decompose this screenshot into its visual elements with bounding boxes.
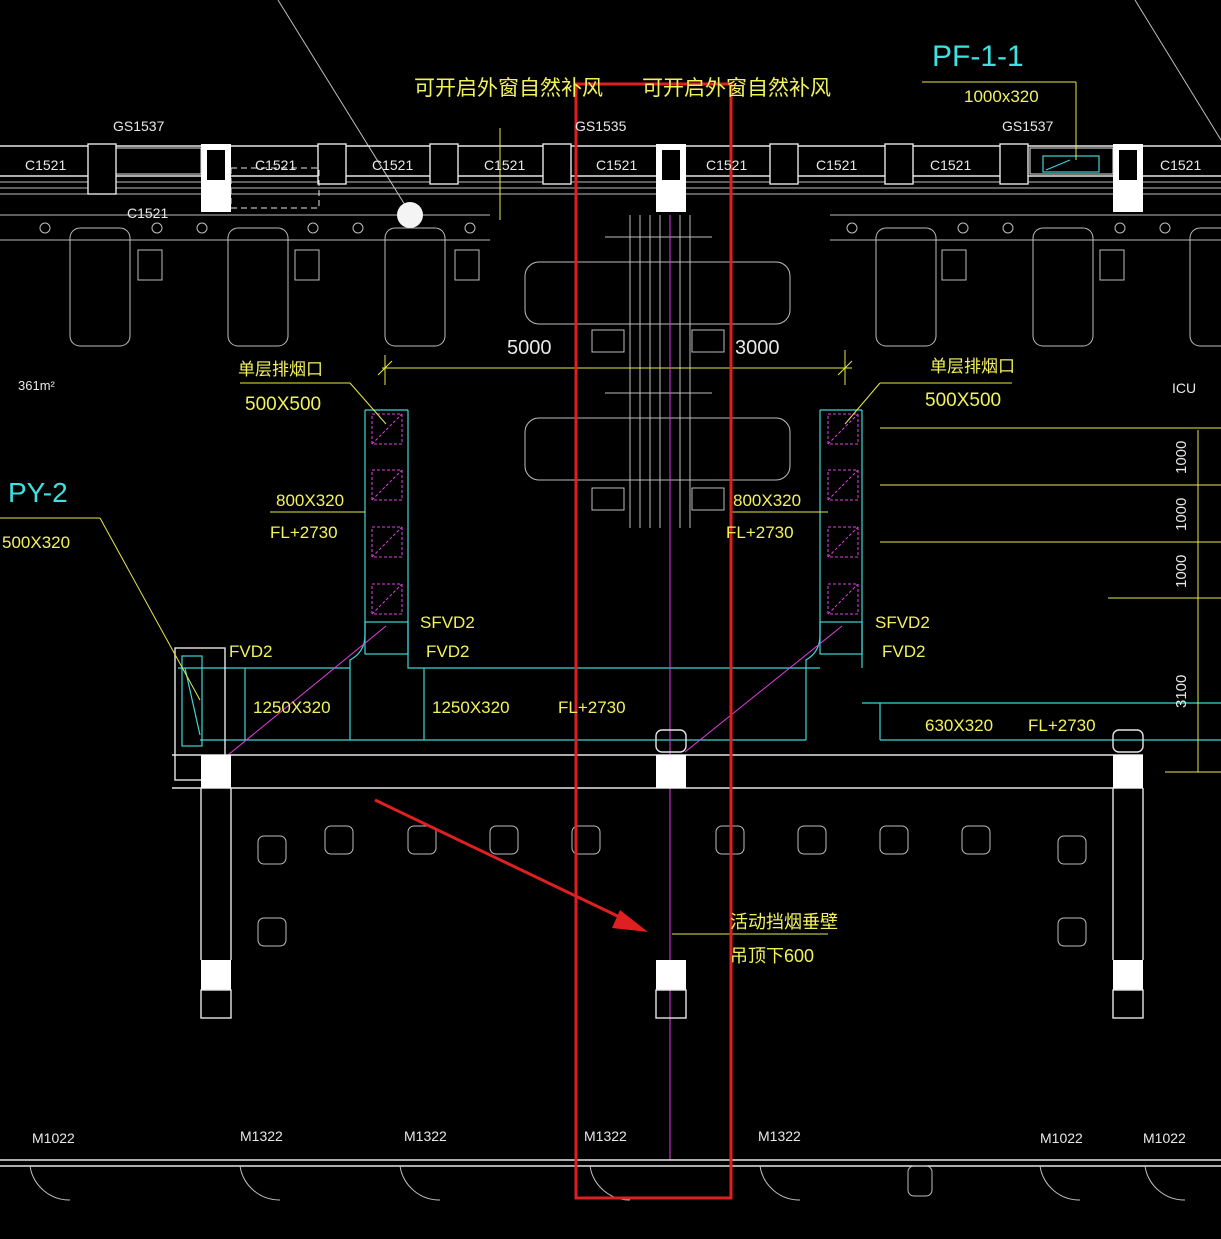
label-fl-630: FL+2730 bbox=[1028, 716, 1096, 735]
label-py2-size: 500X320 bbox=[2, 533, 70, 552]
leader-diagonal-left bbox=[277, 0, 406, 206]
label-duct-630: 630X320 bbox=[925, 716, 993, 735]
label-fvd2-right: FVD2 bbox=[882, 642, 925, 661]
highlight-arrow-head bbox=[612, 910, 648, 932]
label-gs-left: GS1537 bbox=[113, 118, 165, 134]
corridor-structure bbox=[172, 729, 1144, 1019]
label-fvd2-left-a: FVD2 bbox=[229, 642, 272, 661]
waiting-chairs bbox=[257, 825, 1087, 947]
highlight-box bbox=[574, 82, 733, 1200]
ceiling-light-icon bbox=[397, 202, 423, 228]
leader-diagonal-right bbox=[1134, 0, 1221, 141]
label-gs-right: GS1537 bbox=[1002, 118, 1054, 134]
label-c1521-6: C1521 bbox=[706, 157, 747, 173]
label-door-m1022-right-a: M1022 bbox=[1040, 1130, 1083, 1146]
label-door-m1322-b: M1322 bbox=[404, 1128, 447, 1144]
label-smoke-barrier-line2: 吊顶下600 bbox=[730, 946, 814, 966]
label-fl-right: FL+2730 bbox=[726, 523, 794, 542]
label-fl-center: FL+2730 bbox=[558, 698, 626, 717]
label-smoke-size-right: 500X500 bbox=[925, 390, 1001, 411]
label-door-m1322-d: M1322 bbox=[758, 1128, 801, 1144]
label-door-m1022-right-b: M1022 bbox=[1143, 1130, 1186, 1146]
label-c1521-3: C1521 bbox=[372, 157, 413, 173]
exterior-window-strip bbox=[0, 143, 1221, 212]
label-door-m1322-a: M1322 bbox=[240, 1128, 283, 1144]
bottom-wall-doors bbox=[0, 1159, 1221, 1201]
smoke-outlets bbox=[227, 215, 859, 1160]
label-dim-1000-b: 1000 bbox=[1173, 498, 1190, 531]
highlight-arrow-shaft bbox=[374, 798, 631, 924]
label-fvd2-left-b: FVD2 bbox=[426, 642, 469, 661]
label-pf-title: PF-1-1 bbox=[932, 40, 1024, 73]
label-dim-1000-a: 1000 bbox=[1173, 441, 1190, 474]
label-duct-800-left: 800X320 bbox=[276, 491, 344, 510]
dimension-ladder-right bbox=[880, 427, 1221, 773]
label-c1521-1: C1521 bbox=[25, 157, 66, 173]
label-dim-3000: 3000 bbox=[735, 337, 780, 359]
label-single-smoke-left: 单层排烟口 bbox=[238, 360, 323, 379]
label-fl-left: FL+2730 bbox=[270, 523, 338, 542]
label-c1521-8: C1521 bbox=[930, 157, 971, 173]
label-sfvd2-right: SFVD2 bbox=[875, 613, 930, 632]
label-smoke-barrier-line1: 活动挡烟垂壁 bbox=[730, 912, 838, 932]
label-sfvd2-left: SFVD2 bbox=[420, 613, 475, 632]
label-dim-3100: 3100 bbox=[1173, 675, 1190, 708]
label-dim-1000-c: 1000 bbox=[1173, 555, 1190, 588]
label-py2-title: PY-2 bbox=[8, 477, 68, 508]
label-door-m1022-left: M1022 bbox=[32, 1130, 75, 1146]
label-duct-1250-b: 1250X320 bbox=[432, 698, 510, 717]
label-c1521-9: C1521 bbox=[1160, 157, 1201, 173]
label-duct-800-right: 800X320 bbox=[733, 491, 801, 510]
label-c1521-7: C1521 bbox=[816, 157, 857, 173]
label-gs-mid: GS1535 bbox=[575, 118, 627, 134]
label-natural-air-right: 可开启外窗自然补风 bbox=[642, 77, 831, 100]
py2-riser bbox=[0, 517, 226, 781]
label-c1521-2: C1521 bbox=[255, 157, 296, 173]
smoke-ducts bbox=[178, 409, 1221, 741]
leader-smoke-right-diag bbox=[844, 382, 881, 425]
label-c1521-4: C1521 bbox=[484, 157, 525, 173]
central-bed-cluster bbox=[524, 215, 791, 528]
label-dim-5000: 5000 bbox=[507, 337, 552, 359]
label-c1521-10: C1521 bbox=[127, 205, 168, 221]
upper-ward-beds bbox=[0, 214, 1221, 347]
label-area: 361m² bbox=[18, 378, 56, 393]
label-duct-1250-a: 1250X320 bbox=[253, 698, 331, 717]
label-pf-size: 1000x320 bbox=[964, 87, 1039, 106]
label-icu: ICU bbox=[1172, 380, 1196, 396]
label-smoke-size-left: 500X500 bbox=[245, 394, 321, 415]
dimension-5000-3000 bbox=[377, 350, 853, 385]
label-single-smoke-right: 单层排烟口 bbox=[930, 357, 1015, 376]
leader-smoke-left-diag bbox=[349, 382, 387, 425]
label-door-m1322-c: M1322 bbox=[584, 1128, 627, 1144]
label-natural-air-left: 可开启外窗自然补风 bbox=[414, 77, 603, 100]
label-c1521-5: C1521 bbox=[596, 157, 637, 173]
